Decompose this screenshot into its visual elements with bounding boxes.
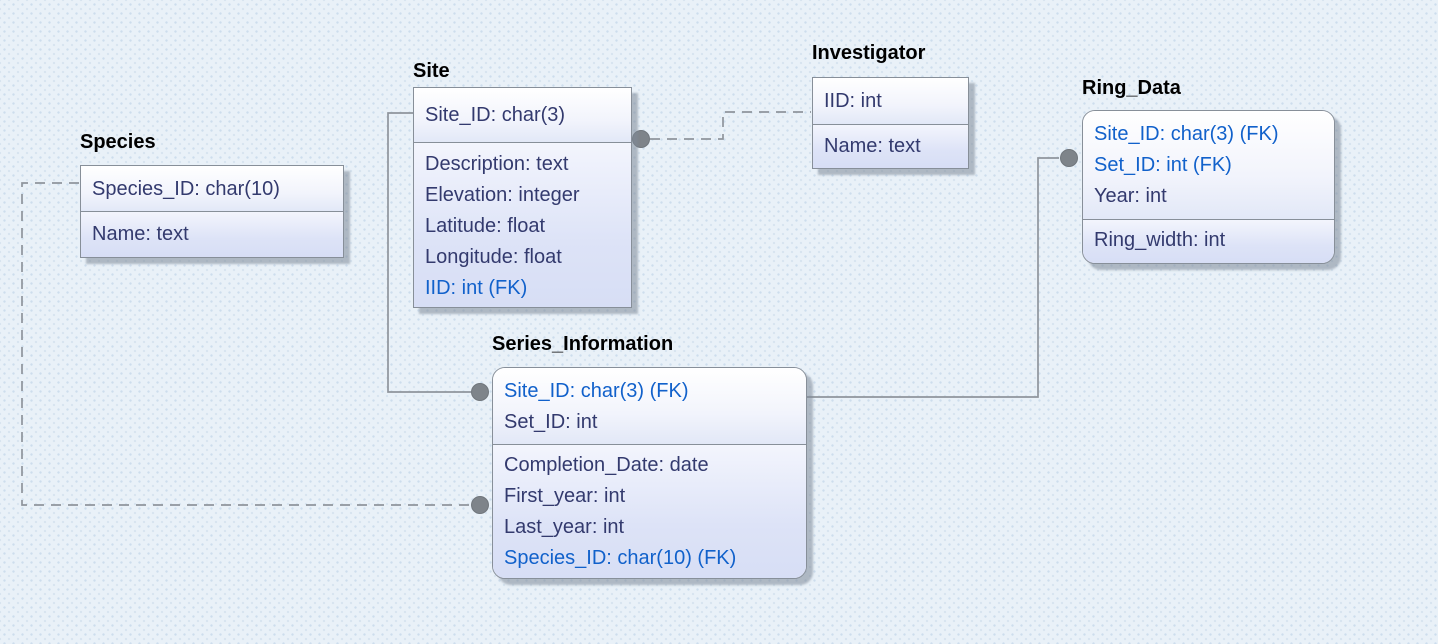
- entity-site[interactable]: Site_ID: char(3) Description: text Eleva…: [413, 87, 632, 308]
- entity-title-species: Species: [80, 131, 156, 153]
- entity-species[interactable]: Species_ID: char(10) Name: text: [80, 165, 344, 258]
- entity-title-investigator: Investigator: [812, 42, 926, 64]
- attribute-row: Completion_Date: date: [504, 454, 709, 476]
- entity-species-key-section: Species_ID: char(10): [81, 166, 343, 212]
- connector-dot-site: [632, 130, 650, 148]
- entity-series-information-key-section: Site_ID: char(3) (FK) Set_ID: int: [493, 368, 806, 445]
- attribute-row: IID: int: [824, 90, 882, 112]
- attribute-row: Elevation: integer: [425, 184, 580, 206]
- attribute-row-fk: Set_ID: int (FK): [1094, 154, 1232, 176]
- entity-ring-data[interactable]: Site_ID: char(3) (FK) Set_ID: int (FK) Y…: [1082, 110, 1335, 264]
- entity-title-ring-data: Ring_Data: [1082, 77, 1181, 99]
- attribute-row-fk: Site_ID: char(3) (FK): [1094, 123, 1279, 145]
- connector-dot-series-top: [471, 383, 489, 401]
- attribute-row: Name: text: [92, 223, 189, 245]
- attribute-row: Last_year: int: [504, 516, 625, 538]
- connector-site-series[interactable]: [387, 112, 471, 393]
- entity-species-attr-section: Name: text: [81, 212, 343, 257]
- entity-ring-data-key-section: Site_ID: char(3) (FK) Set_ID: int (FK) Y…: [1083, 111, 1334, 220]
- entity-series-information-attr-section: Completion_Date: date First_year: int La…: [493, 445, 806, 578]
- attribute-row: Species_ID: char(10): [92, 178, 280, 200]
- connector-series-ringdata[interactable]: [806, 157, 1059, 398]
- attribute-row: Longitude: float: [425, 246, 562, 268]
- connector-dot-series-bottom: [471, 496, 489, 514]
- entity-site-key-section: Site_ID: char(3): [414, 88, 631, 143]
- attribute-row: First_year: int: [504, 485, 626, 507]
- attribute-row-fk: Site_ID: char(3) (FK): [504, 380, 689, 402]
- entity-investigator-attr-section: Name: text: [813, 125, 968, 168]
- entity-title-site: Site: [413, 60, 450, 82]
- attribute-row-fk: IID: int (FK): [425, 277, 528, 299]
- attribute-row-fk: Species_ID: char(10) (FK): [504, 547, 737, 569]
- entity-series-information[interactable]: Site_ID: char(3) (FK) Set_ID: int Comple…: [492, 367, 807, 579]
- attribute-row: Name: text: [824, 135, 921, 157]
- entity-title-series-information: Series_Information: [492, 333, 674, 355]
- attribute-row: Year: int: [1094, 185, 1167, 207]
- connector-species-series[interactable]: [21, 182, 470, 506]
- attribute-row: Latitude: float: [425, 215, 546, 237]
- connector-dot-ringdata: [1060, 149, 1078, 167]
- attribute-row: Site_ID: char(3): [425, 104, 566, 126]
- attribute-row: Ring_width: int: [1094, 229, 1226, 251]
- entity-investigator[interactable]: IID: int Name: text: [812, 77, 969, 169]
- entity-site-attr-section: Description: text Elevation: integer Lat…: [414, 143, 631, 307]
- entity-investigator-key-section: IID: int: [813, 78, 968, 125]
- attribute-row: Description: text: [425, 153, 569, 175]
- attribute-row: Set_ID: int: [504, 411, 598, 433]
- entity-ring-data-attr-section: Ring_width: int: [1083, 220, 1334, 263]
- connector-investigator-site[interactable]: [650, 111, 811, 140]
